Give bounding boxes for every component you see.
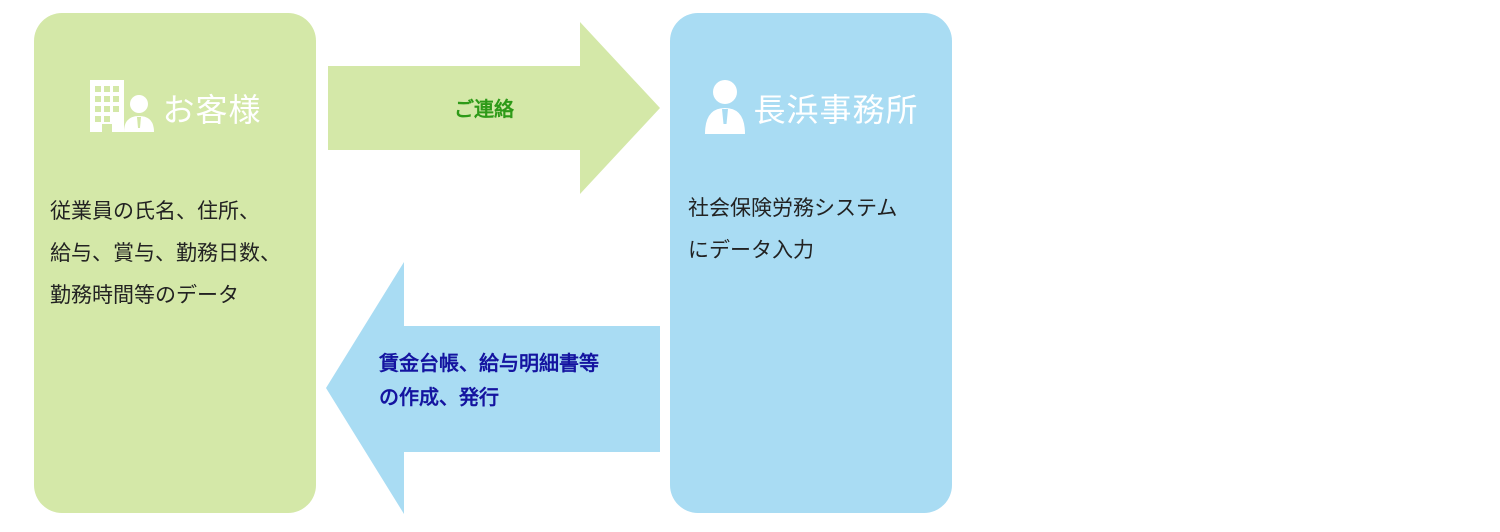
office-title: 長浜事務所: [753, 91, 919, 129]
arrow-left-label: 賃金台帳、給与明細書等 の作成、発行: [379, 346, 599, 414]
client-line-3: 勤務時間等のデータ: [50, 283, 239, 307]
office-line-2: にデータ入力: [688, 238, 814, 262]
client-box: お客様 従業員の氏名、住所、 給与、賞与、勤務日数、 勤務時間等のデータ: [34, 13, 316, 513]
building-person-icon: [88, 78, 156, 138]
office-description: 社会保険労務システム にデータ入力: [688, 187, 944, 271]
office-header: 長浜事務所: [670, 73, 952, 143]
client-title: お客様: [162, 91, 262, 129]
arrow-left-line-2: の作成、発行: [379, 385, 499, 409]
arrow-right-label: ご連絡: [454, 97, 514, 121]
office-box: 長浜事務所 社会保険労務システム にデータ入力: [670, 13, 952, 513]
client-header: お客様: [34, 73, 316, 143]
arrow-to-office: [328, 22, 660, 194]
person-icon: [703, 78, 747, 138]
arrow-left-line-1: 賃金台帳、給与明細書等: [379, 351, 599, 375]
client-line-2: 給与、賞与、勤務日数、: [50, 241, 281, 265]
client-description: 従業員の氏名、住所、 給与、賞与、勤務日数、 勤務時間等のデータ: [50, 190, 308, 316]
client-line-1: 従業員の氏名、住所、: [50, 199, 260, 223]
arrow-to-client: [326, 262, 660, 514]
office-line-1: 社会保険労務システム: [688, 196, 898, 220]
